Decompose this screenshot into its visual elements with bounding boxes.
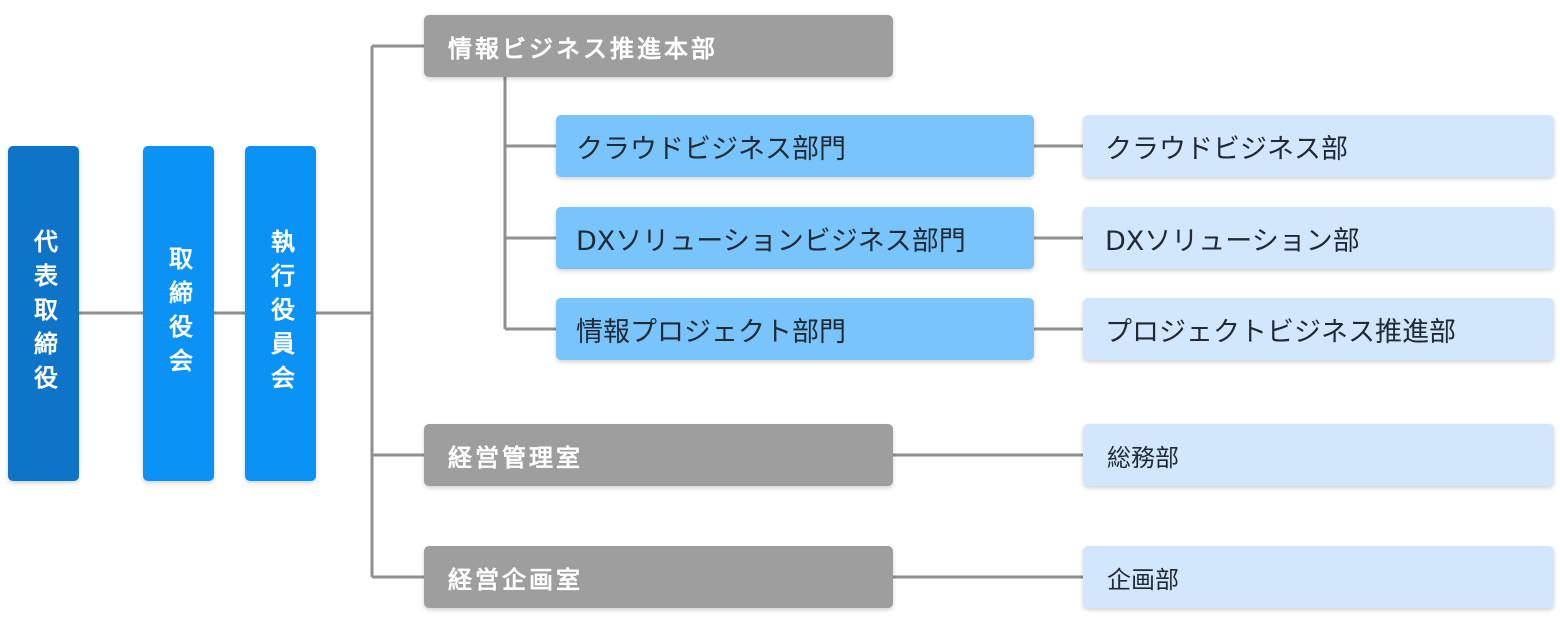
department-label: プロジェクトビジネス推進部 <box>1105 316 1456 348</box>
division-box[interactable]: 情報プロジェクト部門 <box>556 298 1034 360</box>
management-office-box[interactable]: 経営管理室 <box>424 424 893 486</box>
division-label: 情報プロジェクト部門 <box>576 316 846 348</box>
board-of-directors-label: 取締役会 <box>164 245 193 382</box>
planning-dept-box[interactable]: 企画部 <box>1083 546 1554 608</box>
department-box[interactable]: プロジェクトビジネス推進部 <box>1083 298 1554 360</box>
division-box[interactable]: DXソリューションビジネス部門 <box>556 207 1034 269</box>
department-label: クラウドビジネス部 <box>1105 133 1348 165</box>
executive-committee-box[interactable]: 執行役員会 <box>245 146 316 481</box>
department-label: DXソリューション部 <box>1105 225 1360 257</box>
division-label: DXソリューションビジネス部門 <box>576 225 966 257</box>
planning-dept-label: 企画部 <box>1107 565 1179 594</box>
info-business-hq-label: 情報ビジネス推進本部 <box>448 34 718 63</box>
planning-office-label: 経営企画室 <box>448 565 583 594</box>
management-office-label: 経営管理室 <box>448 443 583 472</box>
info-business-hq-box[interactable]: 情報ビジネス推進本部 <box>424 15 893 77</box>
board-of-directors-box[interactable]: 取締役会 <box>143 146 214 481</box>
division-label: クラウドビジネス部門 <box>576 133 846 165</box>
executive-committee-label: 執行役員会 <box>266 228 295 399</box>
general-affairs-dept-label: 総務部 <box>1107 443 1179 472</box>
representative-director-label: 代表取締役 <box>29 228 58 399</box>
representative-director-box[interactable]: 代表取締役 <box>8 146 79 481</box>
department-box[interactable]: クラウドビジネス部 <box>1083 115 1554 177</box>
general-affairs-dept-box[interactable]: 総務部 <box>1083 424 1554 486</box>
planning-office-box[interactable]: 経営企画室 <box>424 546 893 608</box>
division-box[interactable]: クラウドビジネス部門 <box>556 115 1034 177</box>
department-box[interactable]: DXソリューション部 <box>1083 207 1554 269</box>
